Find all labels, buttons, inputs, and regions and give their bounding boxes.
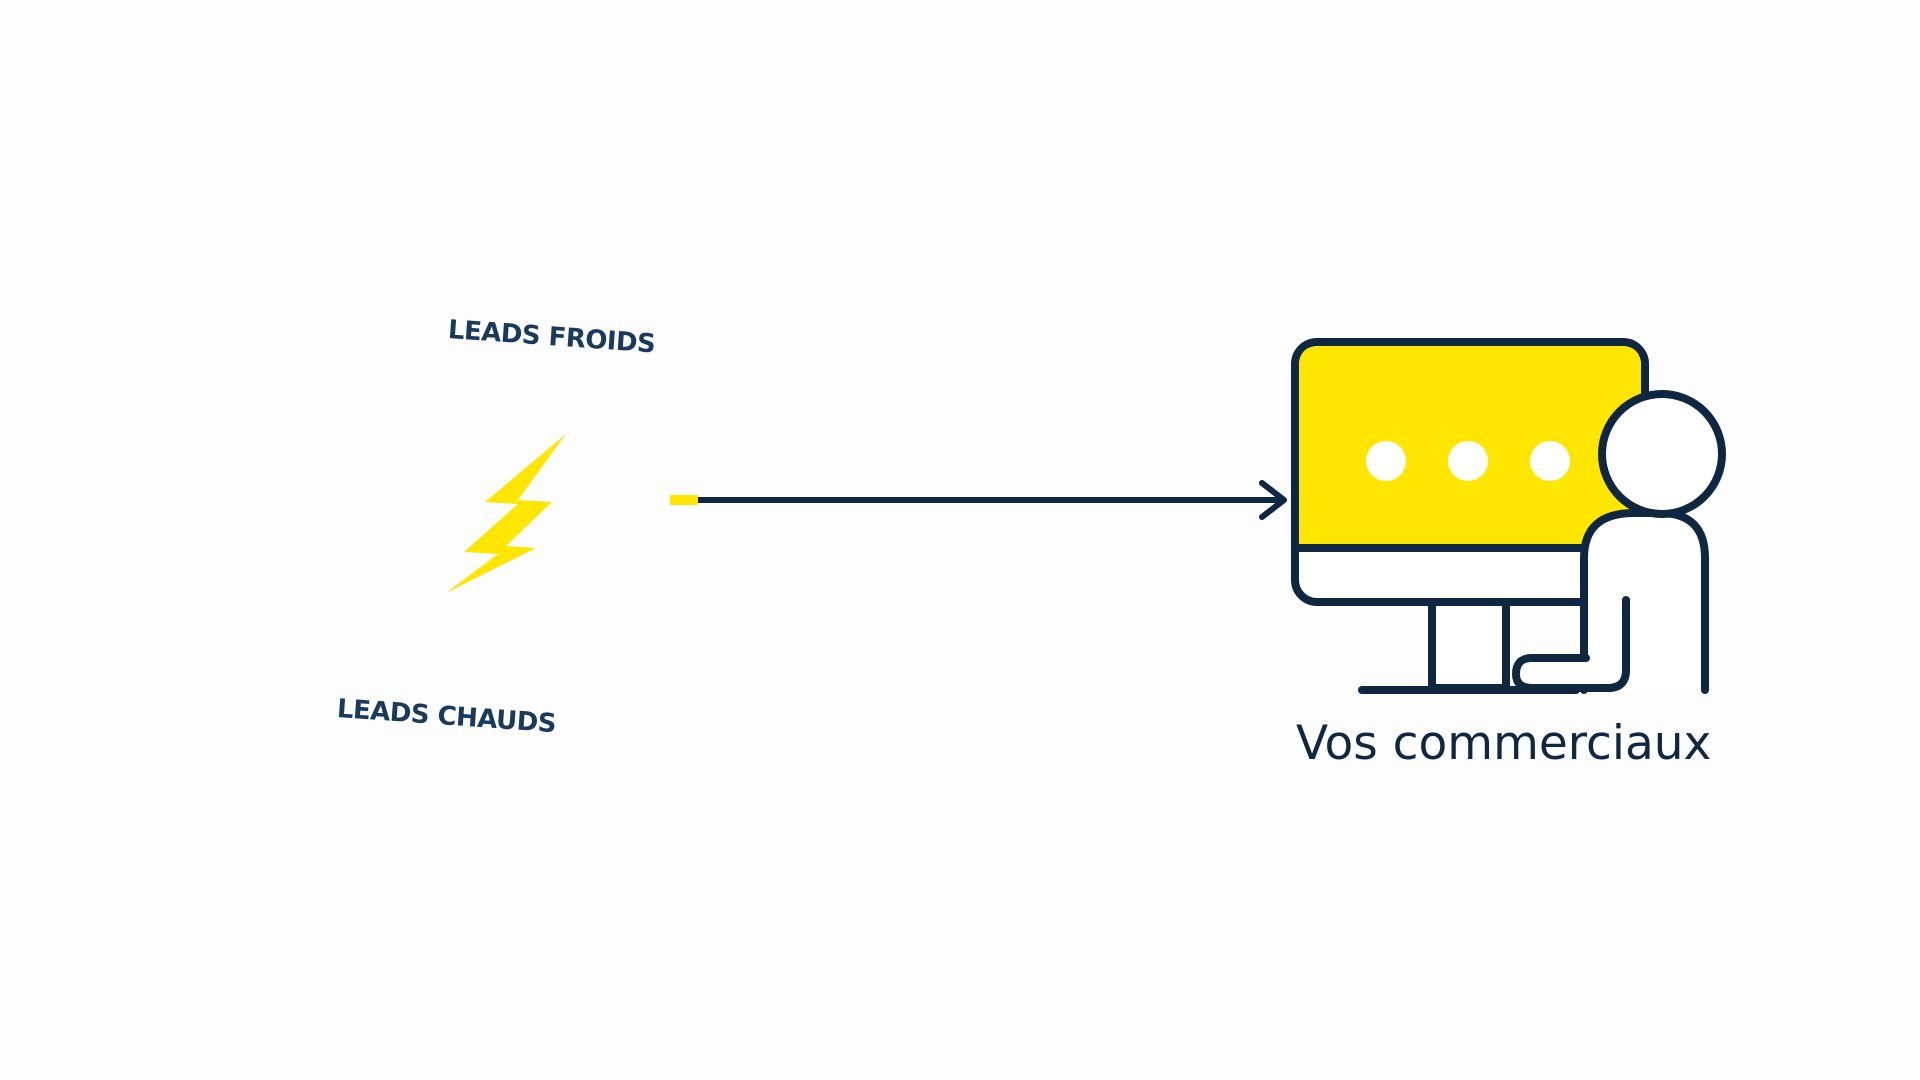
cold-leads-label: LEADS FROIDS (446, 315, 657, 360)
flow-arrow-head (1259, 480, 1287, 520)
salespeople-caption: Vos commerciaux (1296, 716, 1712, 771)
hot-leads-label: LEADS CHAUDS (335, 694, 557, 740)
salesperson-at-computer-icon (1291, 338, 1726, 694)
computer-monitor-icon (1291, 338, 1649, 694)
salesperson-icon (1512, 390, 1726, 694)
flow-arrow-start-marker (670, 495, 698, 505)
lightning-bolt-icon (446, 434, 566, 593)
flow-arrow (670, 480, 1287, 520)
typing-dots-icon (1366, 441, 1570, 481)
